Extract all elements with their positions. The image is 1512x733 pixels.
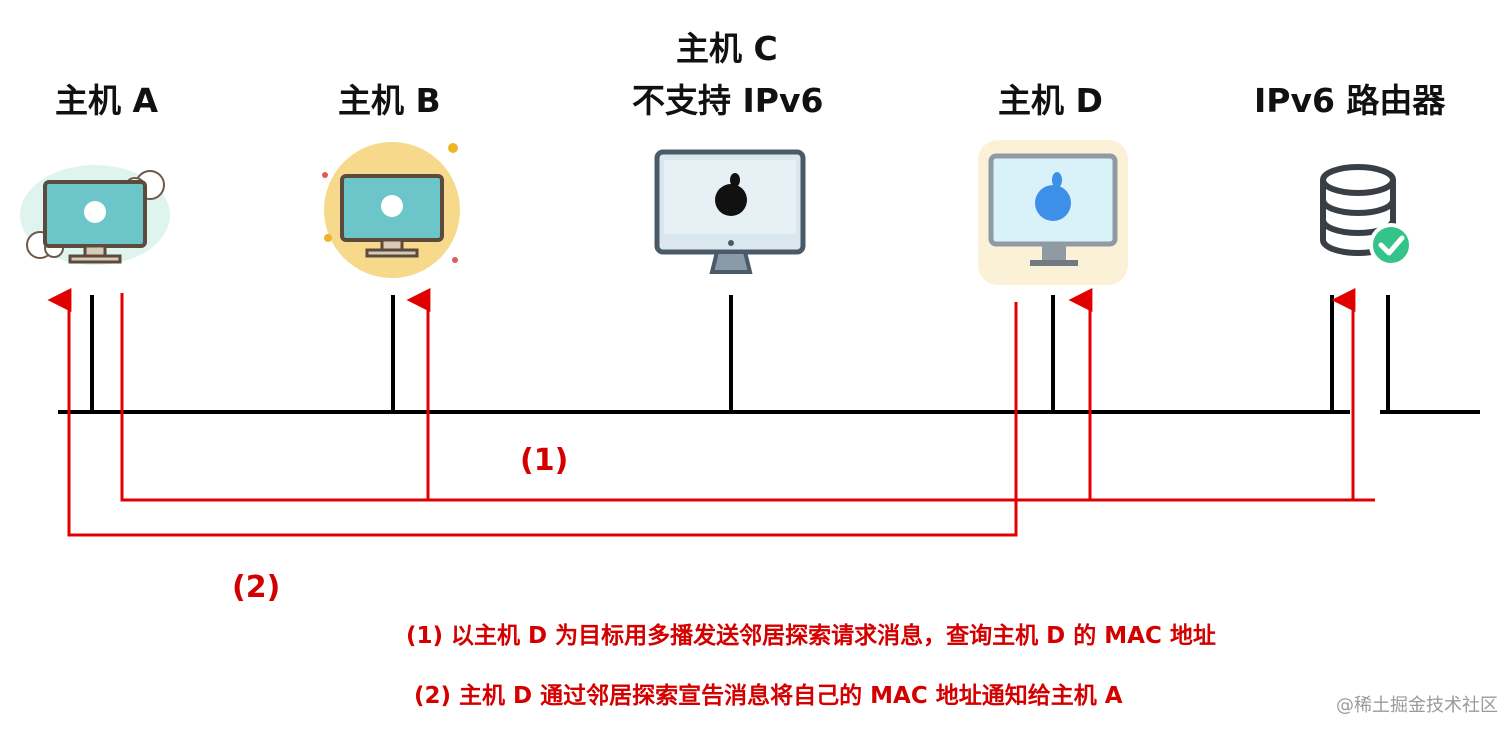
- flow-2-advertisement: [47, 288, 1018, 537]
- host-b-label: 主机 B: [338, 81, 441, 120]
- router-database-icon: [1320, 164, 1413, 267]
- host-d-monitor-icon: [978, 140, 1128, 285]
- router-label: IPv6 路由器: [1254, 81, 1446, 120]
- host-drop-lines: [90, 295, 1390, 412]
- host-c-monitor-icon: [654, 149, 806, 274]
- host-b-monitor-icon: [322, 142, 460, 278]
- host-c-label: 主机 C: [676, 29, 778, 68]
- host-c-subtitle: 不支持 IPv6: [632, 81, 824, 120]
- host-d-label: 主机 D: [998, 81, 1103, 120]
- watermark: @稀土掘金技术社区: [1336, 695, 1498, 716]
- flow-2-description: (2) 主机 D 通过邻居探索宣告消息将自己的 MAC 地址通知给主机 A: [414, 683, 1123, 709]
- host-a-label: 主机 A: [55, 81, 159, 120]
- flow-1-multicast-request: [120, 288, 1375, 502]
- flow-2-label: (2): [232, 570, 281, 605]
- flow-1-description: (1) 以主机 D 为目标用多播发送邻居探索请求消息，查询主机 D 的 MAC …: [406, 623, 1216, 649]
- flow-1-label: (1): [520, 443, 569, 478]
- host-a-monitor-icon: [20, 165, 170, 265]
